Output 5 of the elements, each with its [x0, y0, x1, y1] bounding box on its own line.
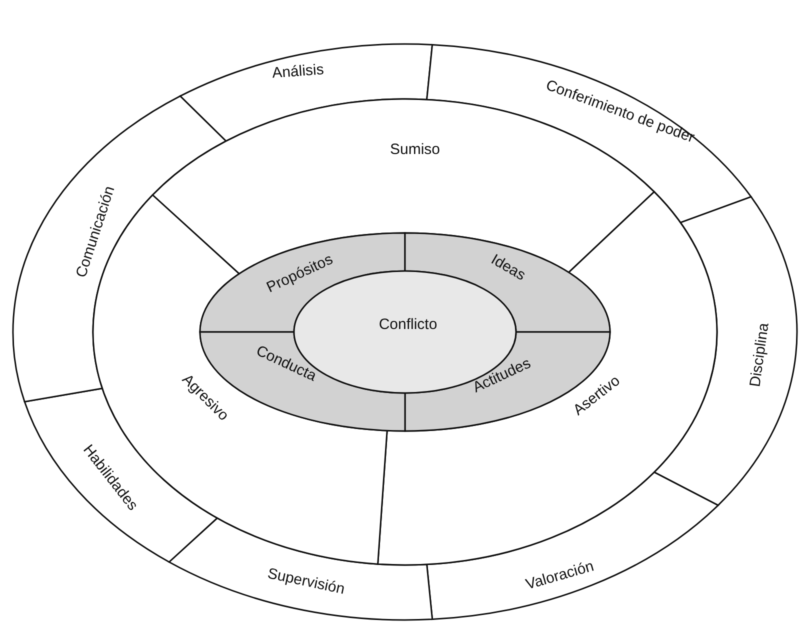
segment-label: Conflicto: [378, 316, 438, 333]
segment-label: Análisis: [272, 61, 324, 82]
segment-label: Disciplina: [746, 322, 772, 388]
segment-label: Ideas: [488, 251, 528, 284]
segment-label: Sumiso: [390, 140, 440, 158]
